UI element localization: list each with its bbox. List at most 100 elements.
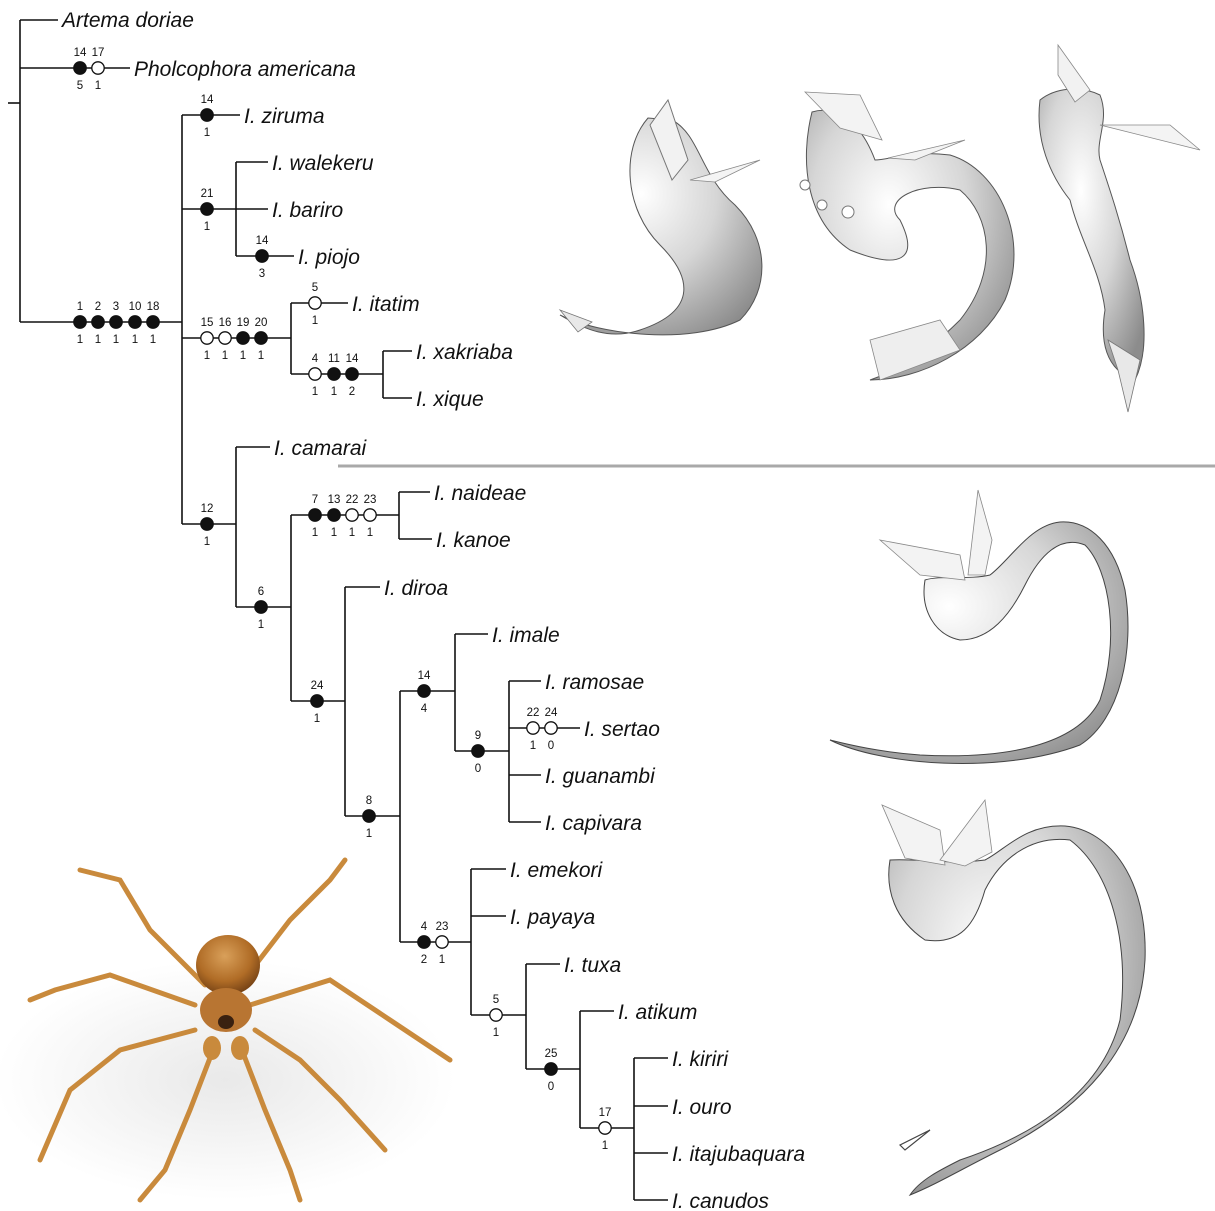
character-state: 2 (421, 954, 427, 966)
character-state: 1 (204, 127, 210, 139)
taxon-label: I. itatim (352, 293, 420, 316)
taxon-label: Pholcophora americana (134, 58, 356, 81)
character-state: 1 (366, 828, 372, 840)
synapomorphy-marker-filled (92, 316, 104, 328)
synapomorphy-marker-filled (74, 316, 86, 328)
synapomorphy-marker-filled (256, 250, 268, 262)
character-number: 14 (256, 235, 269, 247)
taxon-label: I. kanoe (436, 529, 511, 552)
character-state: 1 (493, 1027, 499, 1039)
character-number: 6 (258, 586, 264, 598)
homoplasy-marker-open (201, 332, 213, 344)
synapomorphy-marker-filled (311, 695, 323, 707)
synapomorphy-marker-filled (363, 810, 375, 822)
character-state: 1 (314, 713, 320, 725)
taxon-label: I. ziruma (244, 105, 325, 128)
synapomorphy-marker-filled (309, 509, 321, 521)
palp-drawing-5 (882, 800, 1145, 1195)
character-number: 17 (599, 1107, 612, 1119)
taxon-label: I. capivara (545, 812, 642, 835)
character-state: 1 (331, 386, 337, 398)
taxon-label: I. tuxa (564, 954, 621, 977)
synapomorphy-marker-filled (255, 332, 267, 344)
character-state: 3 (259, 268, 265, 280)
taxon-label: I. walekeru (272, 152, 374, 175)
character-number: 3 (113, 301, 119, 313)
character-number: 5 (312, 282, 318, 294)
character-state: 1 (77, 334, 83, 346)
character-number: 24 (311, 680, 324, 692)
character-number: 23 (364, 494, 377, 506)
character-number: 16 (219, 317, 232, 329)
synapomorphy-marker-filled (201, 109, 213, 121)
character-state: 0 (548, 740, 554, 752)
character-number: 8 (366, 795, 372, 807)
homoplasy-marker-open (219, 332, 231, 344)
synapomorphy-marker-filled (237, 332, 249, 344)
character-number: 14 (201, 94, 214, 106)
character-state: 1 (132, 334, 138, 346)
character-state: 1 (312, 315, 318, 327)
taxon-label: I. payaya (510, 906, 595, 929)
character-state: 1 (204, 536, 210, 548)
character-number: 22 (346, 494, 359, 506)
character-state: 1 (312, 527, 318, 539)
synapomorphy-marker-filled (74, 62, 86, 74)
taxon-label: I. ramosae (545, 671, 644, 694)
character-state: 1 (349, 527, 355, 539)
character-number: 20 (255, 317, 268, 329)
homoplasy-marker-open (309, 297, 321, 309)
character-number: 22 (527, 707, 540, 719)
taxon-label: I. bariro (272, 199, 344, 222)
character-state: 1 (367, 527, 373, 539)
homoplasy-marker-open (527, 722, 539, 734)
character-state: 4 (421, 703, 428, 715)
character-state: 1 (258, 619, 264, 631)
character-state: 2 (349, 386, 355, 398)
character-number: 17 (92, 47, 105, 59)
character-number: 2 (95, 301, 101, 313)
character-number: 24 (545, 707, 558, 719)
synapomorphy-marker-filled (255, 601, 267, 613)
character-number: 4 (421, 921, 428, 933)
character-number: 25 (545, 1048, 558, 1060)
character-number: 18 (147, 301, 160, 313)
taxon-label: I. imale (492, 624, 560, 647)
character-state: 1 (113, 334, 119, 346)
character-state: 1 (204, 221, 210, 233)
synapomorphy-marker-filled (418, 936, 430, 948)
character-number: 14 (74, 47, 87, 59)
homoplasy-marker-open (599, 1122, 611, 1134)
synapomorphy-marker-filled (346, 368, 358, 380)
character-number: 7 (312, 494, 318, 506)
character-number: 14 (346, 353, 359, 365)
character-state: 1 (150, 334, 156, 346)
taxon-label: I. kiriri (672, 1048, 729, 1071)
character-number: 10 (129, 301, 142, 313)
taxon-label: I. canudos (672, 1190, 769, 1211)
character-state: 1 (95, 334, 101, 346)
synapomorphy-marker-filled (129, 316, 141, 328)
character-state: 1 (602, 1140, 608, 1152)
character-state: 0 (548, 1081, 554, 1093)
palp-drawing-2 (800, 92, 1014, 380)
character-state: 1 (530, 740, 536, 752)
homoplasy-marker-open (346, 509, 358, 521)
character-state: 1 (312, 386, 318, 398)
synapomorphy-marker-filled (328, 509, 340, 521)
taxon-label: I. atikum (618, 1001, 697, 1024)
character-state: 1 (439, 954, 445, 966)
character-state: 0 (475, 763, 481, 775)
synapomorphy-marker-filled (328, 368, 340, 380)
taxon-label: I. xique (416, 388, 484, 411)
homoplasy-marker-open (490, 1009, 502, 1021)
character-number: 4 (312, 353, 319, 365)
taxon-label: Artema doriae (60, 9, 194, 32)
homoplasy-marker-open (92, 62, 104, 74)
homoplasy-marker-open (436, 936, 448, 948)
palp-drawing-3 (1039, 45, 1200, 412)
synapomorphy-marker-filled (147, 316, 159, 328)
synapomorphy-marker-filled (201, 203, 213, 215)
taxon-label: I. ouro (672, 1096, 732, 1119)
